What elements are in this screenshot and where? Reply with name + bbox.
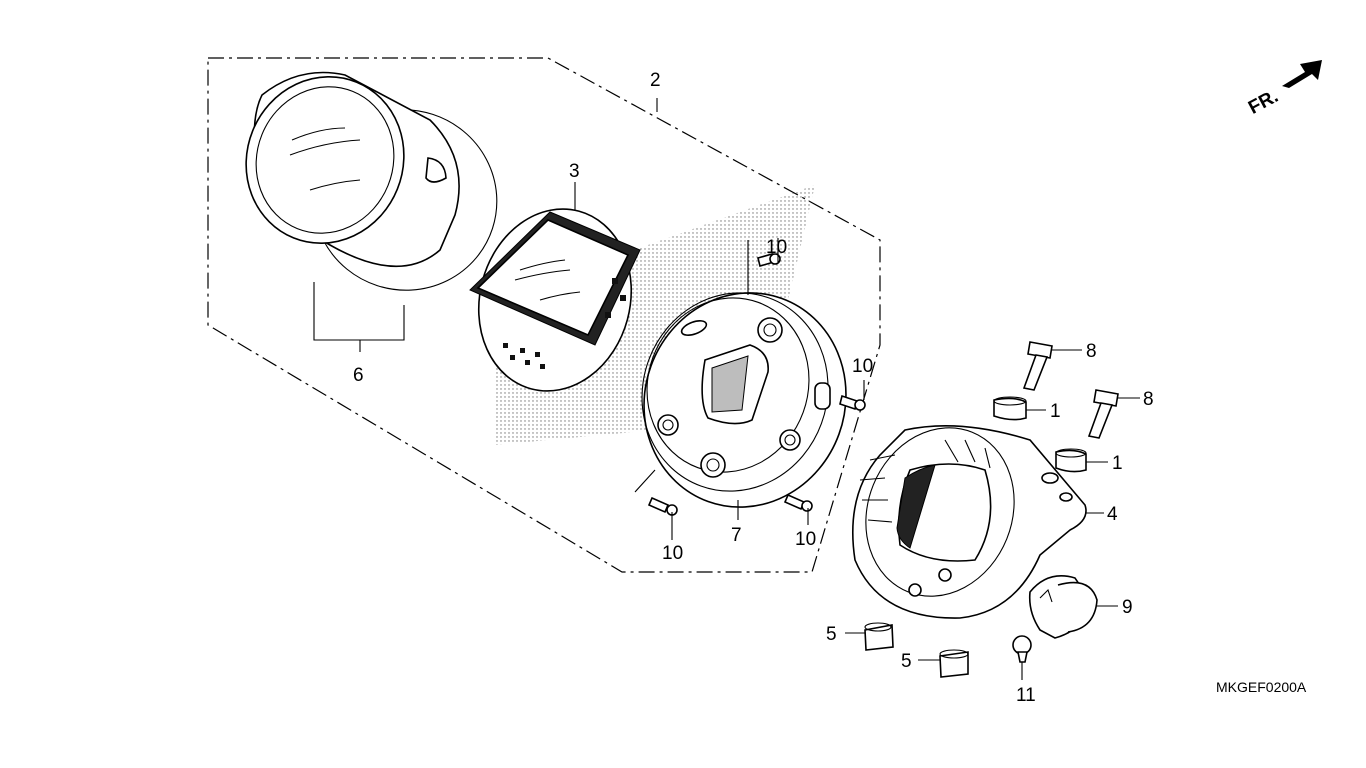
rubber-mount-part-5-a <box>864 622 894 651</box>
assembly-boundary <box>207 57 881 573</box>
callout-6: 6 <box>353 365 364 386</box>
rubber-mount-part-5-b <box>939 649 969 678</box>
grommet-part-1-b <box>1055 448 1087 473</box>
callout-10: 10 <box>795 529 816 550</box>
grommet-part-1-a <box>993 396 1027 421</box>
bolt-part-8-b <box>1087 389 1119 439</box>
callout-10: 10 <box>852 356 873 377</box>
callout-8: 8 <box>1086 341 1097 362</box>
screw-part-10-c <box>647 496 678 516</box>
callout-1: 1 <box>1112 453 1123 474</box>
callout-5: 5 <box>901 651 912 672</box>
screw-part-10-b <box>839 394 866 411</box>
meter-case-part-7 <box>641 292 847 508</box>
clamp-part-9 <box>1028 575 1098 639</box>
meter-housing-part-4 <box>852 424 1087 619</box>
callout-7: 7 <box>731 525 742 546</box>
screw-part-10-d <box>783 493 813 512</box>
bolt-part-8-a <box>1022 341 1053 391</box>
direction-arrow-icon <box>1282 60 1322 88</box>
drawing-code: MKGEF0200A <box>1216 679 1307 695</box>
callout-3: 3 <box>569 161 580 182</box>
callout-9: 9 <box>1122 597 1133 618</box>
direction-label: FR. <box>1245 86 1282 119</box>
callouts: 2 3 6 7 10 10 10 10 8 8 1 1 4 9 5 5 11 <box>353 70 1154 706</box>
display-board-part-3 <box>469 208 641 392</box>
callout-1: 1 <box>1050 401 1061 422</box>
callout-4: 4 <box>1107 504 1118 525</box>
callout-5: 5 <box>826 624 837 645</box>
screw-part-11 <box>1012 635 1032 663</box>
callout-2: 2 <box>650 70 661 91</box>
leader-lines <box>313 98 1140 680</box>
front-direction-indicator: FR. <box>1245 60 1322 119</box>
meter-cover-part-6 <box>245 71 498 291</box>
callout-11: 11 <box>1016 685 1036 706</box>
callout-8: 8 <box>1143 389 1154 410</box>
callout-10: 10 <box>662 543 683 564</box>
callout-10: 10 <box>766 237 787 258</box>
